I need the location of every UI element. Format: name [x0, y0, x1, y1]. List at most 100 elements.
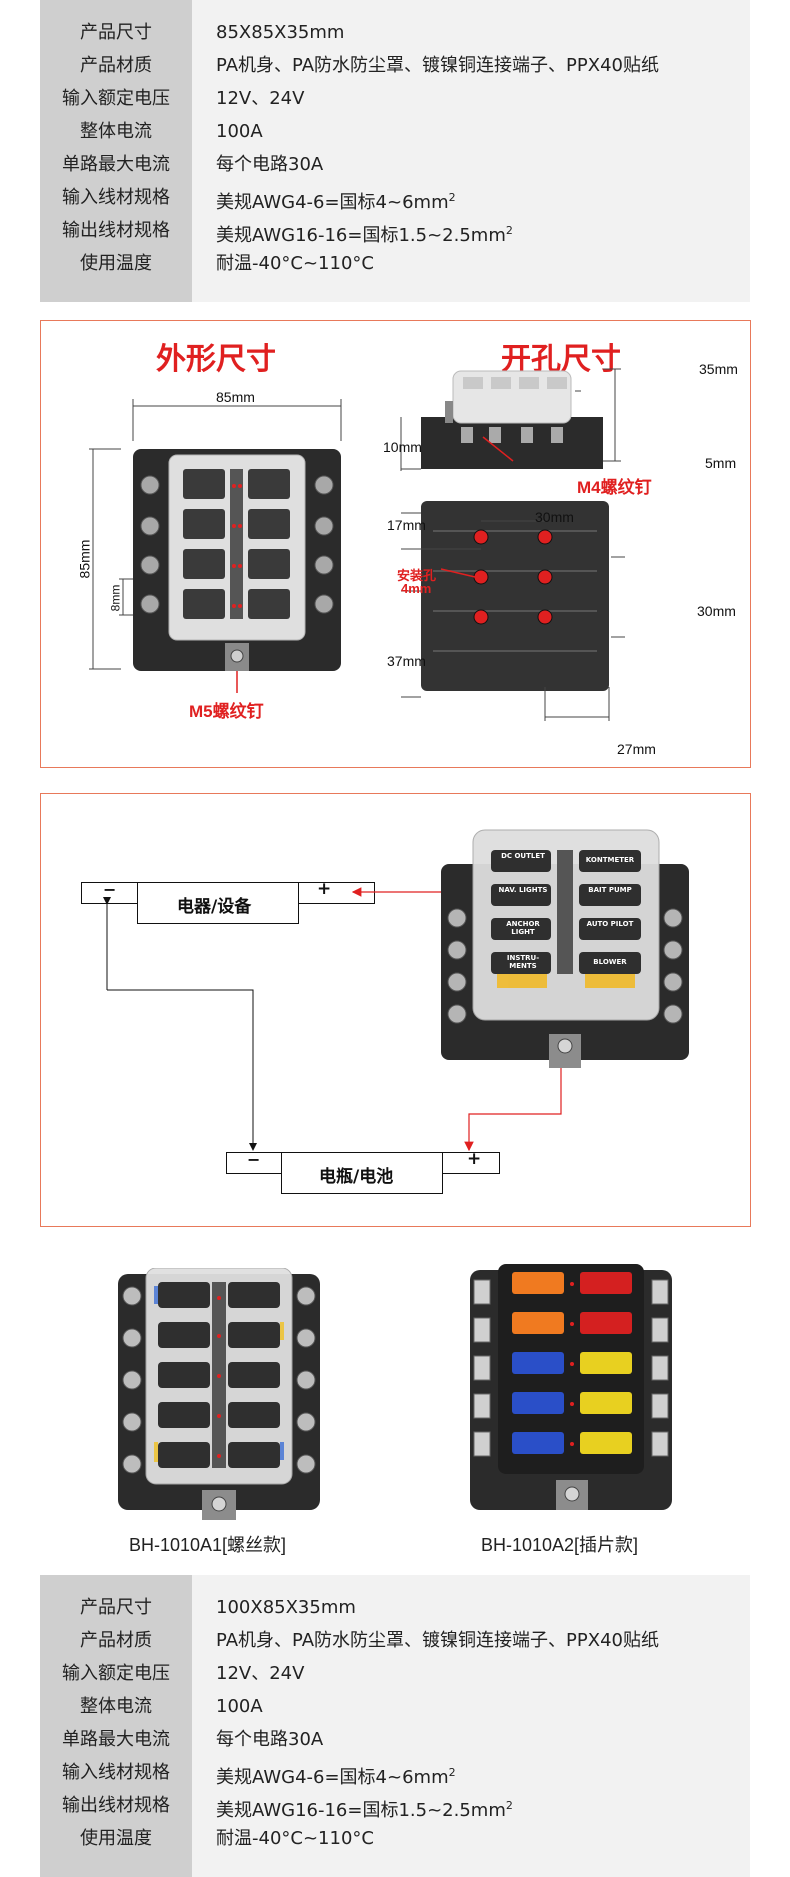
hole-spacing-30-label: 30mm	[535, 509, 574, 525]
fuse-label-2: NAV. LIGHTS	[498, 886, 548, 894]
base-5-label: 5mm	[705, 455, 737, 471]
battery-plus: +	[467, 1149, 482, 1169]
spec-value: 美规AWG16-16=国标1.5~2.5mm2	[216, 214, 513, 252]
spec-key: 产品尺寸	[80, 22, 152, 43]
spec-row: 输出线材规格 美规AWG16-16=国标1.5~2.5mm2	[40, 1789, 750, 1822]
battery-label: 电瓶/电池	[319, 1167, 394, 1187]
spec-row: 输出线材规格 美规AWG16-16=国标1.5~2.5mm2	[40, 214, 750, 247]
spec-superscript: 2	[448, 191, 456, 204]
spec-key: 输入额定电压	[62, 1663, 170, 1684]
spec-row: 使用温度 耐温-40°C~110°C	[40, 1822, 750, 1855]
product-a1-caption: BH-1010A1[螺丝款]	[129, 1535, 287, 1555]
hole-spacing-30b-label: 30mm	[697, 603, 736, 619]
spacing-8-label: 8mm	[108, 584, 123, 612]
offset-37-label: 37mm	[387, 653, 426, 669]
spec-row: 输入线材规格 美规AWG4-6=国标4~6mm2	[40, 181, 750, 214]
spec-key: 输入额定电压	[62, 88, 170, 109]
spec-key: 整体电流	[80, 121, 152, 142]
m4-stud-label: M4螺纹钉	[577, 478, 652, 497]
spec-value: 美规AWG4-6=国标4~6mm2	[216, 181, 456, 219]
outline-dimensions-title: 外形尺寸	[156, 342, 276, 377]
fuse-label-3: BAIT PUMP	[588, 886, 632, 894]
spec-value: 耐温-40°C~110°C	[216, 253, 374, 274]
spec-value: 100A	[216, 121, 263, 142]
spec-row: 产品尺寸 100X85X35mm	[40, 1591, 750, 1624]
spec-value: 12V、24V	[216, 1663, 305, 1684]
product-a1-photo	[118, 1268, 320, 1520]
spec-value: 85X85X35mm	[216, 22, 345, 43]
offset-27-label: 27mm	[617, 741, 656, 757]
spec-row: 输入额定电压 12V、24V	[40, 82, 750, 115]
device-label: 电器/设备	[177, 897, 252, 917]
product-a2-photo	[470, 1264, 672, 1510]
spec-key: 单路最大电流	[62, 154, 170, 175]
spec-value: 每个电路30A	[216, 1729, 324, 1750]
spec-superscript: 2	[448, 1766, 456, 1779]
fuse-box-bottom-drawing	[401, 501, 625, 721]
spec-row: 整体电流 100A	[40, 1690, 750, 1723]
spec-row: 使用温度 耐温-40°C~110°C	[40, 247, 750, 280]
spec-value: 100X85X35mm	[216, 1597, 356, 1618]
spec-key: 输出线材规格	[62, 220, 170, 241]
spec-table-bottom: 产品尺寸 100X85X35mm 产品材质 PA机身、PA防水防尘罩、镀镍铜连接端子…	[40, 1575, 750, 1877]
spec-value-text: 美规AWG16-16=国标1.5~2.5mm	[216, 1800, 506, 1821]
spec-value-text: 美规AWG4-6=国标4~6mm	[216, 1767, 449, 1788]
wiring-panel: 电器/设备 − + 电瓶/电池 − + DC	[40, 793, 751, 1227]
spec-key: 整体电流	[80, 1696, 152, 1717]
device-minus: −	[103, 880, 117, 899]
dimensions-panel: 外形尺寸 开孔尺寸	[40, 320, 751, 768]
spec-key: 产品材质	[80, 55, 152, 76]
spec-value: 耐温-40°C~110°C	[216, 1828, 374, 1849]
spec-row: 产品尺寸 85X85X35mm	[40, 16, 750, 49]
spec-row: 输入额定电压 12V、24V	[40, 1657, 750, 1690]
spec-key: 产品尺寸	[80, 1597, 152, 1618]
spec-row: 单路最大电流 每个电路30A	[40, 1723, 750, 1756]
spec-value: 每个电路30A	[216, 154, 324, 175]
spec-table-top: 产品尺寸 85X85X35mm 产品材质 PA机身、PA防水防尘罩、镀镍铜连接端子、…	[40, 0, 750, 302]
spec-value: 100A	[216, 1696, 263, 1717]
spec-value: 美规AWG4-6=国标4~6mm2	[216, 1756, 456, 1794]
battery-box	[281, 1152, 443, 1194]
spec-row: 整体电流 100A	[40, 115, 750, 148]
device-plus: +	[317, 879, 332, 899]
spec-row: 产品材质 PA机身、PA防水防尘罩、镀镍铜连接端子、PPX40贴纸	[40, 49, 750, 82]
height-85-label: 85mm	[76, 539, 93, 579]
spec-key: 输入线材规格	[62, 1762, 170, 1783]
mount-hole-size-label: 4mm	[401, 581, 432, 596]
spec-row: 产品材质 PA机身、PA防水防尘罩、镀镍铜连接端子、PPX40贴纸	[40, 1624, 750, 1657]
spec-value-text: 美规AWG16-16=国标1.5~2.5mm	[216, 225, 506, 246]
fuse-box-photo	[441, 829, 689, 1068]
fuse-box-side-drawing	[400, 368, 621, 471]
spec-superscript: 2	[505, 224, 513, 237]
spec-row: 单路最大电流 每个电路30A	[40, 148, 750, 181]
spec-superscript: 2	[505, 1799, 513, 1812]
spec-row: 输入线材规格 美规AWG4-6=国标4~6mm2	[40, 1756, 750, 1789]
spec-value: PA机身、PA防水防尘罩、镀镍铜连接端子、PPX40贴纸	[216, 55, 659, 76]
spec-key: 输出线材规格	[62, 1795, 170, 1816]
mount-hole-label: 安装孔	[397, 568, 437, 583]
spec-value: 美规AWG16-16=国标1.5~2.5mm2	[216, 1789, 513, 1827]
m5-stud-label: M5螺纹钉	[189, 702, 264, 721]
fuse-label-5: AUTO PILOT	[586, 920, 634, 928]
fuse-label-1: KONTMETER	[585, 856, 635, 864]
fuse-label-4: ANCHOR LIGHT	[506, 920, 540, 936]
fuse-label-6: INSTRU- MENTS	[506, 954, 540, 970]
spec-label-column	[40, 0, 192, 302]
battery-minus: −	[247, 1150, 261, 1169]
fuse-label-7: BLOWER	[593, 958, 627, 966]
device-box	[137, 882, 299, 924]
spec-key: 使用温度	[80, 253, 152, 274]
spec-value-text: 美规AWG4-6=国标4~6mm	[216, 192, 449, 213]
offset-17-label: 17mm	[387, 517, 426, 533]
width-85-label: 85mm	[216, 389, 255, 405]
height-35-label: 35mm	[699, 361, 738, 377]
spec-key: 单路最大电流	[62, 1729, 170, 1750]
spec-key: 输入线材规格	[62, 187, 170, 208]
spec-value: 12V、24V	[216, 88, 305, 109]
fuse-label-0: DC OUTLET	[501, 852, 545, 860]
spec-label-column	[40, 1575, 192, 1877]
spec-key: 使用温度	[80, 1828, 152, 1849]
spec-value: PA机身、PA防水防尘罩、镀镍铜连接端子、PPX40贴纸	[216, 1630, 659, 1651]
product-a2-caption: BH-1010A2[插片款]	[481, 1535, 639, 1555]
spec-key: 产品材质	[80, 1630, 152, 1651]
